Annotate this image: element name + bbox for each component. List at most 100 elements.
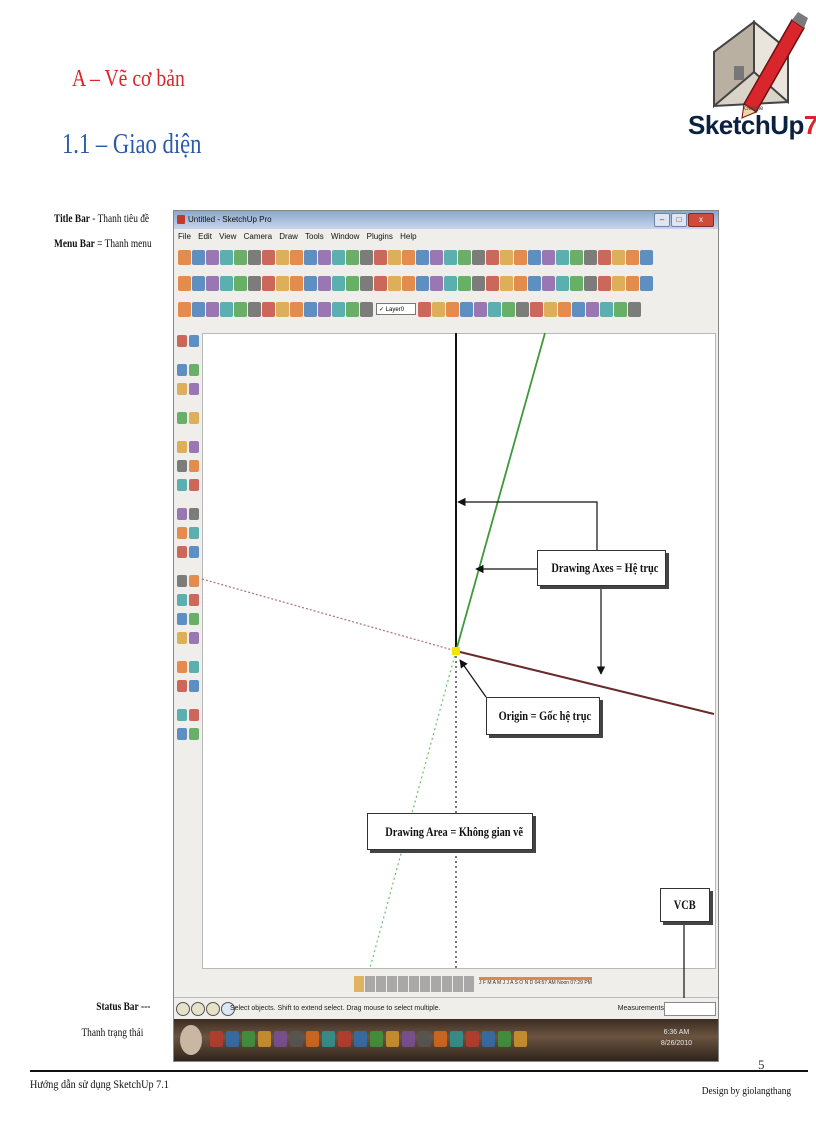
bottom-tool-icon[interactable] (464, 976, 474, 992)
left-tool-icon[interactable] (189, 527, 199, 539)
toolbar-tool-icon[interactable] (304, 302, 317, 317)
toolbar-tool-icon[interactable] (332, 302, 345, 317)
toolbar-tool-icon[interactable] (290, 276, 303, 291)
taskbar-app-icon[interactable] (354, 1031, 367, 1047)
minimize-button[interactable]: – (654, 213, 670, 227)
toolbar-tool-icon[interactable] (460, 302, 473, 317)
bottom-tool-icon[interactable] (442, 976, 452, 992)
left-tool-icon[interactable] (177, 412, 187, 424)
taskbar-app-icon[interactable] (514, 1031, 527, 1047)
toolbar-tool-icon[interactable] (220, 302, 233, 317)
taskbar-app-icon[interactable] (258, 1031, 271, 1047)
toolbar-tool-icon[interactable] (556, 276, 569, 291)
toolbar-tool-icon[interactable] (262, 250, 275, 265)
toolbar-tool-icon[interactable] (192, 276, 205, 291)
toolbar-tool-icon[interactable] (472, 250, 485, 265)
left-tool-icon[interactable] (189, 613, 199, 625)
toolbar-tool-icon[interactable] (346, 276, 359, 291)
toolbar-tool-icon[interactable] (640, 250, 653, 265)
left-tool-icon[interactable] (177, 383, 187, 395)
bottom-tool-icon[interactable] (365, 976, 375, 992)
taskbar-app-icon[interactable] (338, 1031, 351, 1047)
toolbar-tool-icon[interactable] (516, 302, 529, 317)
taskbar-app-icon[interactable] (450, 1031, 463, 1047)
left-tool-icon[interactable] (189, 680, 199, 692)
toolbar-tool-icon[interactable] (514, 250, 527, 265)
toolbar-tool-icon[interactable] (488, 302, 501, 317)
menu-camera[interactable]: Camera (243, 232, 273, 241)
toolbar-tool-icon[interactable] (584, 276, 597, 291)
toolbar-tool-icon[interactable] (346, 302, 359, 317)
bottom-tool-icon[interactable] (453, 976, 463, 992)
toolbar-tool-icon[interactable] (628, 302, 641, 317)
taskbar-app-icon[interactable] (370, 1031, 383, 1047)
toolbar-tool-icon[interactable] (500, 250, 513, 265)
left-tool-icon[interactable] (177, 479, 187, 491)
toolbar-tool-icon[interactable] (402, 276, 415, 291)
toolbar-tool-icon[interactable] (248, 302, 261, 317)
toolbar-tool-icon[interactable] (276, 276, 289, 291)
left-tool-icon[interactable] (189, 546, 199, 558)
taskbar-app-icon[interactable] (386, 1031, 399, 1047)
toolbar-tool-icon[interactable] (640, 276, 653, 291)
taskbar-app-icon[interactable] (466, 1031, 479, 1047)
bottom-tool-icon[interactable] (420, 976, 430, 992)
toolbar-tool-icon[interactable] (514, 276, 527, 291)
left-tool-icon[interactable] (177, 460, 187, 472)
toolbar-tool-icon[interactable] (318, 276, 331, 291)
menu-file[interactable]: File (178, 232, 191, 241)
toolbar-tool-icon[interactable] (626, 276, 639, 291)
menu-edit[interactable]: Edit (198, 232, 212, 241)
toolbar-tool-icon[interactable] (418, 302, 431, 317)
left-tool-icon[interactable] (189, 575, 199, 587)
toolbar-tool-icon[interactable] (528, 276, 541, 291)
measurements-box[interactable] (664, 1002, 716, 1016)
toolbar-tool-icon[interactable] (192, 250, 205, 265)
menu-help[interactable]: Help (400, 232, 417, 241)
toolbar-tool-icon[interactable] (318, 302, 331, 317)
toolbar-tool-icon[interactable] (626, 250, 639, 265)
toolbar-tool-icon[interactable] (360, 302, 373, 317)
toolbar-tool-icon[interactable] (458, 250, 471, 265)
taskbar-app-icon[interactable] (482, 1031, 495, 1047)
toolbar-tool-icon[interactable] (346, 250, 359, 265)
toolbar-tool-icon[interactable] (304, 250, 317, 265)
toolbar-tool-icon[interactable] (402, 250, 415, 265)
left-tool-icon[interactable] (177, 594, 187, 606)
left-tool-icon[interactable] (177, 680, 187, 692)
toolbar-tool-icon[interactable] (360, 250, 373, 265)
toolbar-tool-icon[interactable] (234, 250, 247, 265)
toolbar-tool-icon[interactable] (570, 276, 583, 291)
toolbar-tool-icon[interactable] (486, 276, 499, 291)
left-tool-icon[interactable] (189, 460, 199, 472)
bottom-tool-icon[interactable] (376, 976, 386, 992)
toolbar-tool-icon[interactable] (446, 302, 459, 317)
taskbar-app-icon[interactable] (418, 1031, 431, 1047)
toolbar-tool-icon[interactable] (178, 250, 191, 265)
toolbar-tool-icon[interactable] (542, 250, 555, 265)
toolbar-tool-icon[interactable] (262, 276, 275, 291)
toolbar-tool-icon[interactable] (528, 250, 541, 265)
toolbar-tool-icon[interactable] (558, 302, 571, 317)
menu-window[interactable]: Window (330, 232, 360, 241)
taskbar-app-icon[interactable] (226, 1031, 239, 1047)
left-tool-icon[interactable] (189, 364, 199, 376)
toolbar-tool-icon[interactable] (430, 250, 443, 265)
toolbar-tool-icon[interactable] (472, 276, 485, 291)
left-tool-icon[interactable] (177, 613, 187, 625)
geo-location-icon[interactable] (176, 1002, 190, 1016)
toolbar-tool-icon[interactable] (374, 276, 387, 291)
left-tool-icon[interactable] (189, 632, 199, 644)
toolbar-tool-icon[interactable] (598, 276, 611, 291)
taskbar-app-icon[interactable] (290, 1031, 303, 1047)
toolbar-tool-icon[interactable] (458, 276, 471, 291)
left-tool-icon[interactable] (177, 527, 187, 539)
menu-view[interactable]: View (219, 232, 237, 241)
toolbar-tool-icon[interactable] (276, 302, 289, 317)
toolbar-tool-icon[interactable] (332, 250, 345, 265)
taskbar-app-icon[interactable] (402, 1031, 415, 1047)
toolbar-tool-icon[interactable] (444, 250, 457, 265)
toolbar-tool-icon[interactable] (290, 250, 303, 265)
toolbar-tool-icon[interactable] (220, 276, 233, 291)
toolbar-tool-icon[interactable] (248, 276, 261, 291)
